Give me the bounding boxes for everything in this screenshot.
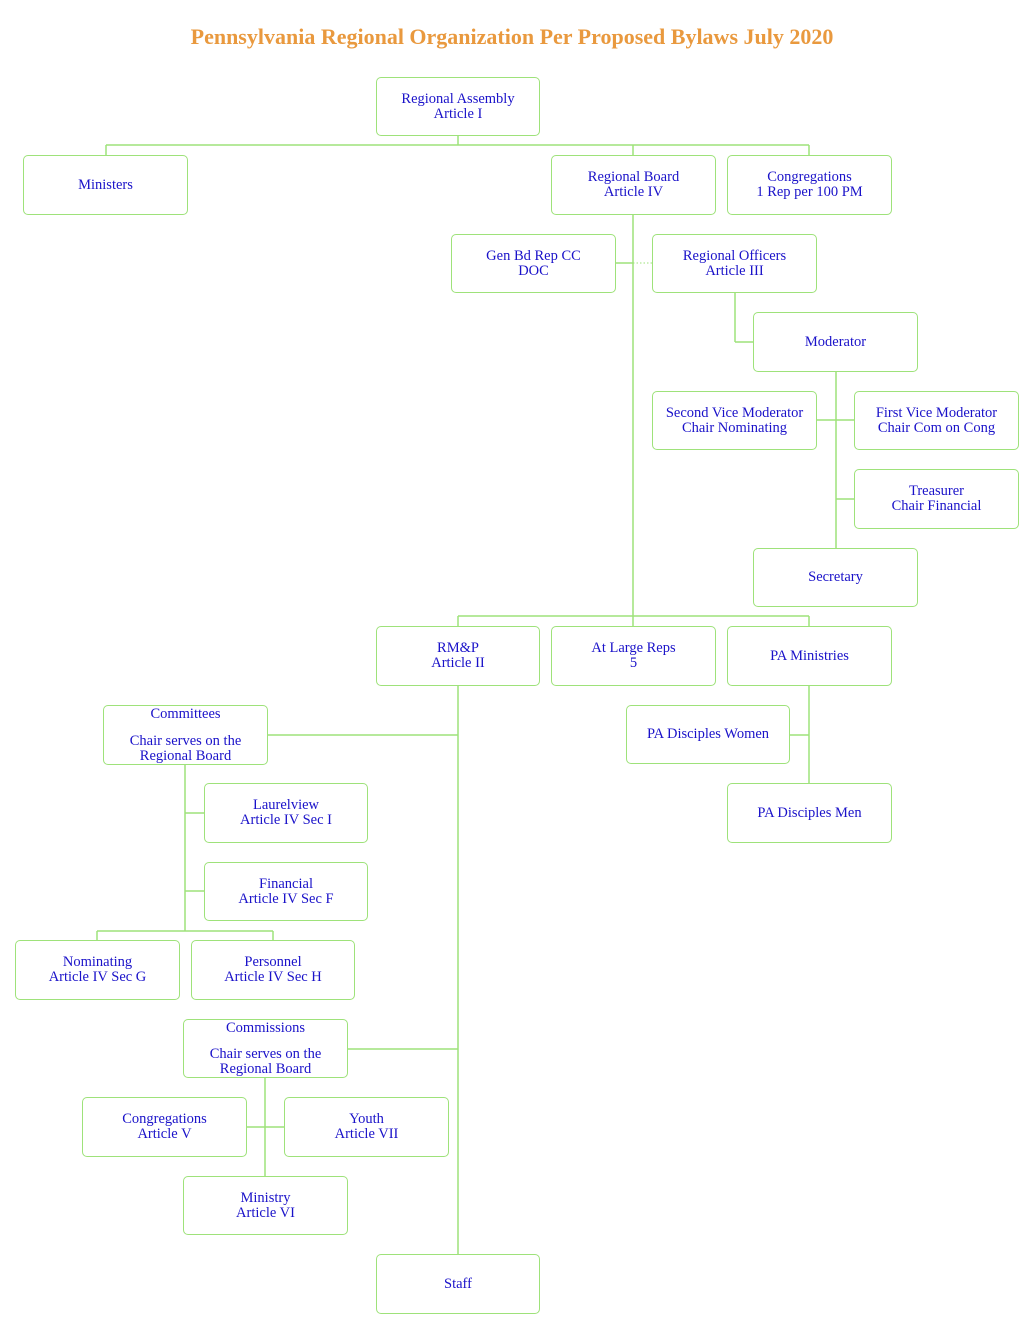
box-text-line: At Large Reps — [591, 640, 676, 656]
box-text-line: DOC — [518, 262, 549, 279]
box-text-line: Commissions — [226, 1020, 305, 1036]
box-text-line: Committees — [150, 706, 221, 722]
staff-box: Staff — [376, 1254, 540, 1314]
box-text-line: Financial — [259, 875, 313, 892]
box-text-line: Article III — [705, 262, 764, 279]
box-text-line: Regional Board — [587, 169, 680, 185]
pa-ministries-box: PA Ministries — [727, 626, 892, 686]
pa-disciples-men-box: PA Disciples Men — [727, 783, 892, 843]
box-text-line: Moderator — [804, 333, 867, 350]
chart-title: Pennsylvania Regional Organization Per P… — [190, 24, 834, 49]
box-text-line: 5 — [629, 655, 638, 671]
box-text-line: RM&P — [437, 640, 479, 656]
box-text-line: Staff — [444, 1275, 472, 1292]
box-text-line: Ministry — [240, 1189, 291, 1206]
box-text-line: Article II — [431, 655, 485, 671]
box-text-line: Youth — [349, 1111, 384, 1127]
box-text-line: PA Disciples Women — [646, 726, 770, 742]
box-text-line: Chair serves on the — [129, 733, 242, 749]
secretary-box: Secretary — [753, 548, 918, 607]
box-text-line: Ministers — [78, 176, 133, 193]
box-text-line: PA Ministries — [770, 647, 849, 664]
moderator-box: Moderator — [753, 312, 918, 372]
box-text-line: Article IV Sec H — [224, 969, 322, 985]
box-text-line: Second Vice Moderator — [665, 404, 804, 421]
box-text-line: Article IV Sec G — [48, 969, 147, 985]
box-text-line: Laurelview — [252, 797, 320, 813]
box-text-line: First Vice Moderator — [875, 404, 998, 421]
box-text-line: Regional Assembly — [401, 90, 515, 107]
box-text-line: Article IV — [603, 184, 664, 200]
box-text-line: Chair serves on the — [209, 1046, 322, 1062]
box-text-line: PA Disciples Men — [757, 804, 862, 821]
box-text-line: Article I — [433, 105, 483, 122]
pa-disciples-women-box: PA Disciples Women — [626, 705, 790, 764]
box-text-line: Secretary — [808, 569, 863, 585]
box-text-line: Treasurer — [908, 483, 965, 499]
box-text-line: Article IV Sec F — [238, 890, 334, 907]
box-text-line: Congregations — [767, 169, 852, 185]
box-text-line: Article V — [137, 1126, 192, 1142]
box-text-line: Regional Board — [219, 1061, 312, 1077]
box-text-line: Chair Financial — [891, 498, 982, 514]
box-text-line: Regional Board — [139, 748, 232, 764]
box-text-line: Article IV Sec I — [240, 812, 332, 828]
box-text-line: Chair Com on Cong — [877, 419, 996, 436]
box-text-line: Nominating — [62, 954, 133, 970]
ministers-box: Ministers — [23, 155, 188, 215]
box-text-line: Congregations — [122, 1111, 207, 1127]
box-text-line: Article VII — [334, 1126, 399, 1142]
box-text-line: 1 Rep per 100 PM — [756, 184, 863, 200]
box-text-line: Regional Officers — [682, 247, 787, 264]
box-text-line: Chair Nominating — [681, 419, 788, 436]
box-text-line: Gen Bd Rep CC — [486, 247, 581, 264]
box-text-line: Personnel — [244, 954, 302, 970]
box-text-line: Article VI — [236, 1204, 295, 1221]
